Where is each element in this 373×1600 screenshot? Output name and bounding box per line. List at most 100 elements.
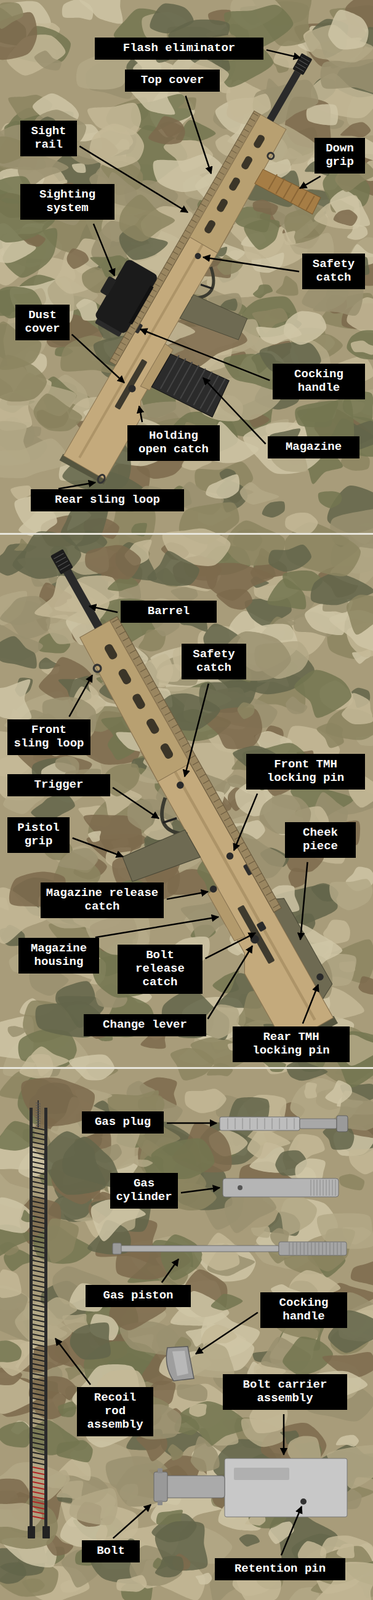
camo-blob [0, 355, 47, 402]
camo-blob [268, 544, 312, 572]
camo-blob [69, 1488, 118, 1526]
recoil-spring-coil [32, 1157, 45, 1160]
rail-notch [194, 214, 201, 218]
handguard-slot [227, 176, 241, 193]
callout-text: Trigger [12, 778, 106, 793]
piston-head [278, 1242, 347, 1256]
leader-line [302, 984, 319, 1024]
recoil-spring-coil [32, 1354, 45, 1357]
magazine [151, 348, 233, 421]
camo-blob [0, 2, 24, 29]
grip-rib [275, 179, 285, 194]
rail-notch [240, 134, 247, 138]
piston-thread [311, 1242, 313, 1256]
camo-blob [206, 563, 274, 601]
rail-notch [136, 662, 143, 666]
piston-thread [292, 1242, 294, 1256]
rail-notch [154, 693, 161, 698]
piston-thread [289, 1242, 290, 1256]
camo-blob [286, 1060, 328, 1081]
leader-line [95, 917, 219, 938]
recoil-spring-coil [32, 1314, 45, 1318]
guide-coil [35, 1112, 41, 1115]
rod-foot [42, 1526, 50, 1539]
callout-text: Retention pin [219, 1562, 341, 1577]
knurl [332, 1179, 333, 1196]
recoil-spring-coil [32, 1211, 45, 1214]
camo-blob [333, 209, 358, 226]
recoil-spring-coil [32, 1152, 45, 1155]
camo-blob [0, 1340, 22, 1363]
callout-text: Front sling loop [12, 723, 86, 751]
rail-notch [144, 674, 151, 679]
recoil-spring-coil [32, 1240, 45, 1244]
camo-blob [318, 491, 343, 509]
leader-line [195, 1312, 258, 1355]
handle-face [172, 1351, 189, 1377]
camo-blob [316, 723, 345, 749]
leader-line [139, 406, 143, 423]
camo-blob [329, 878, 373, 911]
recoil-spring-coil [32, 1295, 45, 1298]
sight-mount [128, 285, 154, 325]
camo-blob [224, 1191, 277, 1234]
rail-notch [206, 786, 213, 791]
handguard-slot [203, 219, 217, 235]
leader-line [72, 838, 124, 857]
rail-notch [114, 352, 121, 356]
bolt-head [153, 1472, 168, 1502]
rail-notch [176, 246, 182, 250]
recoil-spring-coil [32, 1363, 45, 1367]
recoil-spring-coil [32, 1432, 45, 1436]
callout-text: Bolt [86, 1544, 135, 1559]
recoil-spring-coil [32, 1368, 45, 1372]
camo-blob [350, 340, 373, 356]
flash-slot [59, 564, 70, 570]
callout-text: Bolt carrier assembly [227, 1378, 343, 1406]
rail-notch [269, 898, 276, 902]
rail-notch [197, 208, 204, 212]
barrel [267, 70, 301, 122]
recoil-spring-coil [32, 1196, 45, 1200]
recoil-spring-coil [32, 1482, 45, 1485]
recoil-spring-coil [32, 1127, 45, 1131]
camo-blob [320, 59, 373, 94]
magazine-rib [172, 361, 193, 396]
callout-box: Bolt [81, 1540, 140, 1563]
leader-line [58, 482, 96, 489]
rail-notch [224, 817, 231, 822]
camo-blob [72, 163, 87, 173]
handguard-slot [103, 643, 119, 662]
callout-box: Pistol grip [7, 817, 70, 854]
rail-notch [251, 867, 258, 871]
trigger [200, 282, 213, 291]
camo-blob [358, 976, 373, 995]
callout-text: Front TMH locking pin [251, 758, 361, 786]
knurl [313, 1179, 315, 1196]
callout-text: Sight rail [25, 124, 73, 153]
callout-box: Front sling loop [7, 719, 91, 756]
rail-notch [231, 150, 237, 154]
camo-blob [211, 1293, 244, 1311]
gas-plug-groove [279, 1118, 281, 1130]
rail-notch [234, 145, 241, 149]
piston-thread [333, 1242, 335, 1256]
leader-line [204, 933, 256, 959]
top-rail [109, 110, 261, 365]
recoil-spring-coil [32, 1176, 45, 1180]
guide-coil [35, 1102, 41, 1105]
camo-blob [135, 1159, 153, 1168]
rail-notch [140, 668, 147, 673]
recoil-spring-coil [32, 1452, 45, 1456]
recoil-spring-coil [32, 1398, 45, 1401]
gas-port [237, 1185, 243, 1191]
rail-notch [244, 854, 252, 859]
handguard-slot [252, 133, 266, 149]
camo-blob [70, 1322, 111, 1361]
rail-notch [248, 861, 255, 865]
rail-notch [161, 705, 168, 710]
callout-text: Barrel [125, 605, 212, 619]
